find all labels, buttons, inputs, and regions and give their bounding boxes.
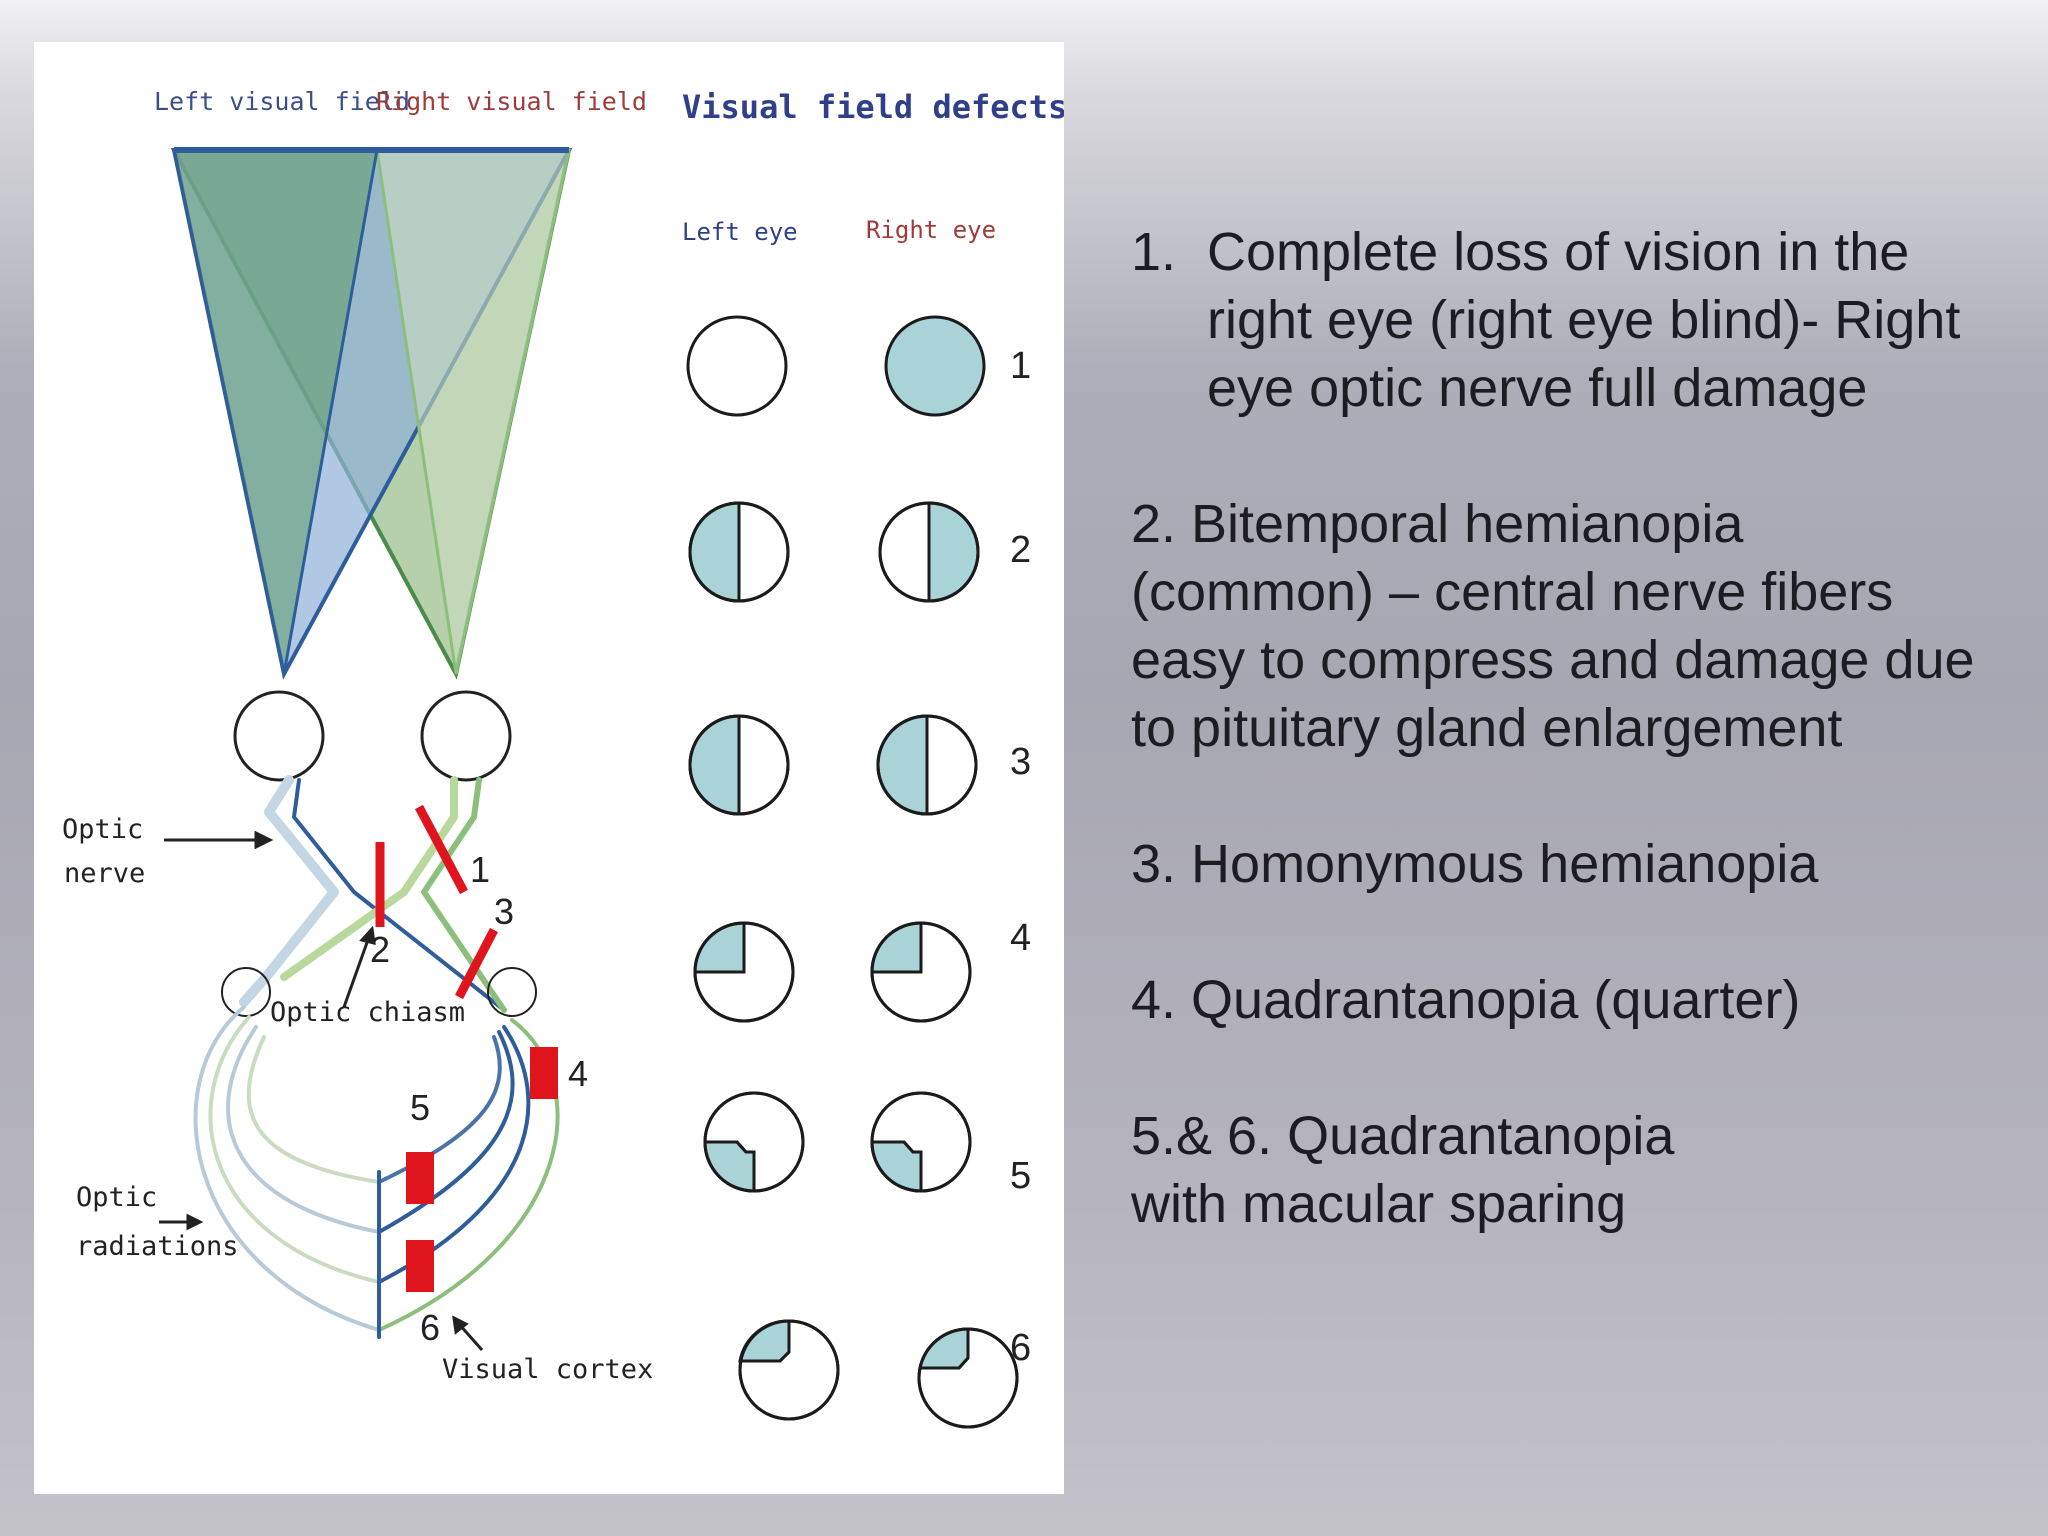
- optic-radiations-label-2: radiations: [76, 1231, 239, 1262]
- row-number-3: 3: [1010, 741, 1031, 783]
- visual-cortex-label: Visual cortex: [442, 1354, 653, 1385]
- right-visual-field-label: Right visual field: [376, 87, 647, 116]
- row2-left-field: [688, 501, 790, 603]
- defect-item-1-line: right eye (right eye blind)- Right: [1207, 290, 1961, 350]
- row6-left-field: [738, 1319, 840, 1421]
- row-number-5: 5: [1010, 1155, 1031, 1197]
- row5-right-field: [870, 1091, 972, 1193]
- lesion-number-6: 6: [420, 1307, 440, 1348]
- visual-field-cones: [170, 147, 573, 680]
- defect-item-1-line: eye optic nerve full damage: [1207, 358, 1868, 418]
- row-number-1: 1: [1010, 345, 1031, 387]
- left-visual-field-label: Left visual field: [154, 87, 410, 116]
- left-eye-globe: [233, 690, 325, 782]
- defect-item-1: 1. Complete loss of vision in the right …: [1131, 218, 2031, 422]
- optic-pathways: [193, 775, 560, 1339]
- defect-item-1-line: Complete loss of vision in the: [1207, 222, 1910, 282]
- defect-item-2-line: 2. Bitemporal hemianopia: [1131, 494, 1744, 554]
- row3-right-field: [876, 714, 978, 816]
- row5-left-field: [703, 1091, 805, 1193]
- row1-right-field: [884, 315, 986, 417]
- right-eye-label: Right eye: [866, 216, 996, 244]
- defect-item-2-line: easy to compress and damage due: [1131, 630, 1975, 690]
- row2-right-field: [878, 501, 980, 603]
- defect-item-4-text: 4. Quadrantanopia (quarter): [1131, 970, 1801, 1030]
- lesion-number-3: 3: [494, 891, 514, 932]
- defect-item-4: 4. Quadrantanopia (quarter): [1131, 966, 2031, 1034]
- optic-nerve-label-2: nerve: [64, 858, 145, 889]
- lesion-number-4: 4: [568, 1053, 588, 1094]
- defect-item-5-line: with macular sparing: [1131, 1174, 1627, 1234]
- defect-item-2-line: to pituitary gland enlargement: [1131, 698, 1843, 758]
- visual-field-defects-title: Visual field defects: [682, 88, 1064, 126]
- visual-pathway-svg: Left visual field Right visual field Vis…: [62, 87, 1064, 1429]
- optic-chiasm-label: Optic chiasm: [270, 997, 465, 1028]
- lesion-4: [530, 1047, 558, 1099]
- defect-item-3-text: 3. Homonymous hemianopia: [1131, 834, 1819, 894]
- lesion-number-2: 2: [370, 929, 390, 970]
- optic-radiations-label-1: Optic: [76, 1182, 157, 1213]
- lesion-6: [406, 1240, 434, 1292]
- row-number-4: 4: [1010, 917, 1031, 959]
- row4-right-field: [870, 921, 972, 1023]
- lesion-3: [455, 927, 498, 1000]
- row6-right-field: [917, 1327, 1019, 1429]
- row1-left-field: [686, 315, 788, 417]
- lesion-number-5: 5: [410, 1087, 430, 1128]
- defect-item-5-line: 5.& 6. Quadrantanopia: [1131, 1106, 1675, 1166]
- lesion-5: [406, 1152, 434, 1204]
- right-eye-globe: [420, 690, 512, 782]
- defect-item-2: 2. Bitemporal hemianopia (common) – cent…: [1131, 490, 2031, 762]
- lesion-1: [415, 804, 468, 895]
- left-eye-label: Left eye: [682, 218, 798, 246]
- defect-fields: [686, 315, 1019, 1429]
- lesion-markers: [375, 804, 558, 1292]
- defect-item-2-line: (common) – central nerve fibers: [1131, 562, 1894, 622]
- row-number-6: 6: [1010, 1327, 1031, 1369]
- label-arrows: [159, 830, 484, 1351]
- row4-left-field: [693, 921, 795, 1023]
- lesion-number-1: 1: [470, 849, 490, 890]
- row3-left-field: [688, 714, 790, 816]
- visual-pathway-diagram: Left visual field Right visual field Vis…: [34, 42, 1064, 1494]
- defect-explanations: 1. Complete loss of vision in the right …: [1131, 218, 2031, 1306]
- optic-nerve-label-1: Optic: [62, 814, 143, 845]
- defect-item-5: 5.& 6. Quadrantanopia with macular spari…: [1131, 1102, 2031, 1238]
- defect-item-1-number: 1.: [1131, 222, 1177, 282]
- row-number-2: 2: [1010, 529, 1031, 571]
- defect-item-3: 3. Homonymous hemianopia: [1131, 830, 2031, 898]
- defect-item-1-text: Complete loss of vision in the right eye…: [1207, 218, 2031, 422]
